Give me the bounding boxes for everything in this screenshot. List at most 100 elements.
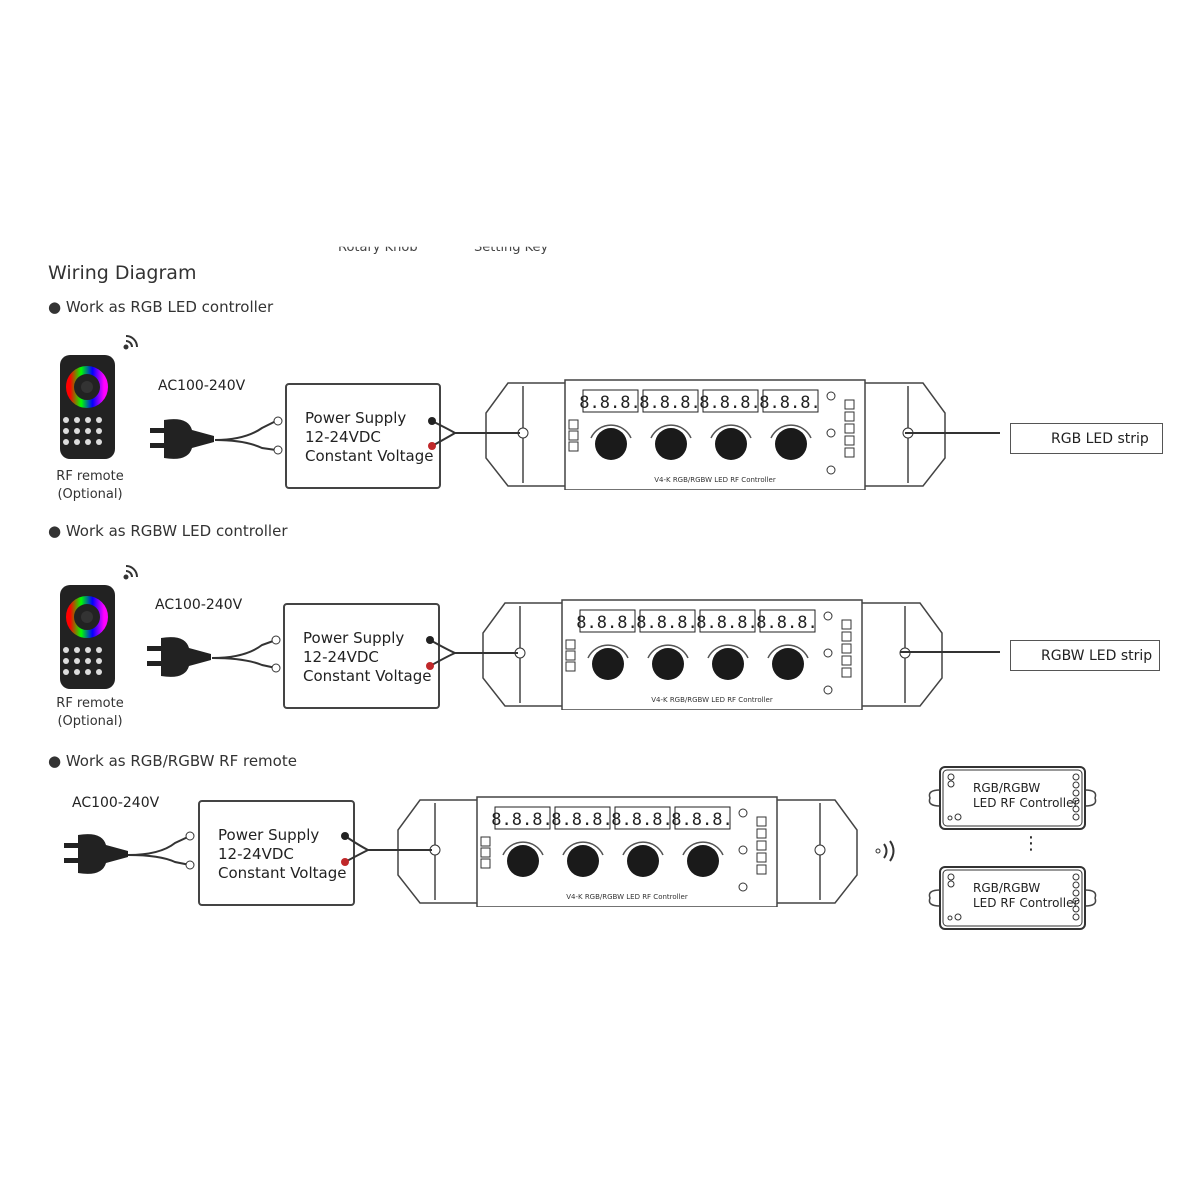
setting-key: [738, 845, 748, 855]
wifi-signal-icon: [123, 565, 138, 580]
led-display: [642, 389, 699, 413]
cable-gland: [899, 647, 911, 659]
display-digits: 8.8.8.: [699, 393, 760, 413]
plug-icon: [64, 834, 128, 874]
remote-note: (Optional): [57, 714, 123, 729]
display-digits: 8.8.8.: [491, 810, 552, 830]
ac-plug: [62, 825, 134, 889]
rotary-knob: [772, 648, 804, 680]
input-terminal: [565, 661, 576, 672]
remote-part: [125, 335, 138, 348]
setting-key: [826, 391, 836, 401]
color-wheel-icon: [66, 366, 108, 408]
knob-scale: [590, 424, 632, 439]
remote-part: [63, 647, 69, 653]
rotary-knob: [595, 428, 627, 460]
receiver-part: [1072, 781, 1080, 789]
remote-part: [81, 611, 93, 623]
receiver-part: [1072, 813, 1080, 821]
led-display: [699, 609, 756, 633]
display-digits: 8.8.8.: [639, 393, 700, 413]
knob-scale: [650, 424, 692, 439]
display-digits: 8.8.8.: [611, 810, 672, 830]
controller-model-label: V4-K RGB/RGBW LED RF Controller: [654, 476, 776, 484]
setting-key: [823, 611, 833, 621]
setting-key: [738, 882, 748, 892]
receiver-line: RGB/RGBW: [973, 881, 1041, 895]
remote-part: [123, 344, 129, 350]
remote-buttons: [63, 417, 102, 445]
terminal: [841, 667, 852, 678]
remote-part: [125, 565, 138, 578]
receiver-part: [954, 813, 962, 821]
receiver-line: LED RF Controller: [973, 896, 1079, 910]
knob-scale: [622, 841, 664, 856]
cable-gland: [514, 647, 526, 659]
rotary-knob: [652, 648, 684, 680]
setting-key: [823, 648, 833, 658]
remote-part: [63, 669, 69, 675]
ellipsis: ⋮: [1022, 833, 1040, 854]
input-terminal: [568, 441, 579, 452]
psu-line: Constant Voltage: [303, 667, 432, 685]
led-display: [494, 806, 551, 830]
receiver-part: [947, 880, 955, 888]
remote-label: RF remote: [56, 469, 124, 484]
cable-gland: [902, 427, 914, 439]
receiver-part: [947, 915, 953, 921]
receiver-part: [1072, 881, 1080, 889]
terminal: [756, 852, 767, 863]
controller-drawing: 8.8.8. 8.8.8. 8.8.8. 8.8.8. V4-K RGB/RGB…: [397, 796, 858, 908]
receiver-part: [947, 815, 953, 821]
led-display: [702, 389, 759, 413]
terminal: [844, 423, 855, 434]
controller-model-label: V4-K RGB/RGBW LED RF Controller: [566, 893, 688, 901]
display-digits: 8.8.8.: [759, 393, 820, 413]
remote-part: [96, 647, 102, 653]
remote-part: [63, 428, 69, 434]
remote-part: [63, 417, 69, 423]
knob-scale: [587, 644, 629, 659]
knob-scale: [502, 841, 544, 856]
cut-caption-setting: Setting Key: [474, 240, 549, 255]
remote-part: [85, 658, 91, 664]
display-digits: 8.8.8.: [671, 810, 732, 830]
receiver-part: [954, 913, 962, 921]
knob-scale: [707, 644, 749, 659]
remote-part: [96, 669, 102, 675]
display-digits: 8.8.8.: [696, 613, 757, 633]
receiver-part: [1072, 797, 1080, 805]
receiver-line: RGB/RGBW: [973, 781, 1041, 795]
strip-label: RGBW LED strip: [1041, 647, 1153, 664]
rotary-knob: [715, 428, 747, 460]
receiver-line: LED RF Controller: [973, 796, 1079, 810]
remote-part: [74, 428, 80, 434]
knob-scale: [710, 424, 752, 439]
remote-part: [74, 658, 80, 664]
rotary-knob: [775, 428, 807, 460]
rotary-knob: [592, 648, 624, 680]
remote-caption: RF remote(Optional): [50, 468, 130, 504]
plug-icon: [147, 637, 211, 677]
ac-wire: [211, 639, 277, 669]
receiver-part: [1072, 913, 1080, 921]
ac-wire: [214, 420, 277, 451]
receiver-part: [947, 873, 955, 881]
page-title: Wiring Diagram: [48, 262, 197, 284]
remote-part: [96, 417, 102, 423]
knob-scale: [767, 644, 809, 659]
remote-part: [74, 439, 80, 445]
receiver-part: [928, 889, 1097, 907]
terminal: [841, 643, 852, 654]
input-terminal: [565, 650, 576, 661]
section-heading-rgbw: ● Work as RGBW LED controller: [48, 522, 288, 540]
led-strip-rgb: RGB LED strip: [1010, 423, 1163, 454]
led-display: [759, 609, 816, 633]
rotary-knob: [567, 845, 599, 877]
ac-voltage-label: AC100-240V: [72, 795, 160, 811]
terminal: [844, 435, 855, 446]
knob-scale: [647, 644, 689, 659]
